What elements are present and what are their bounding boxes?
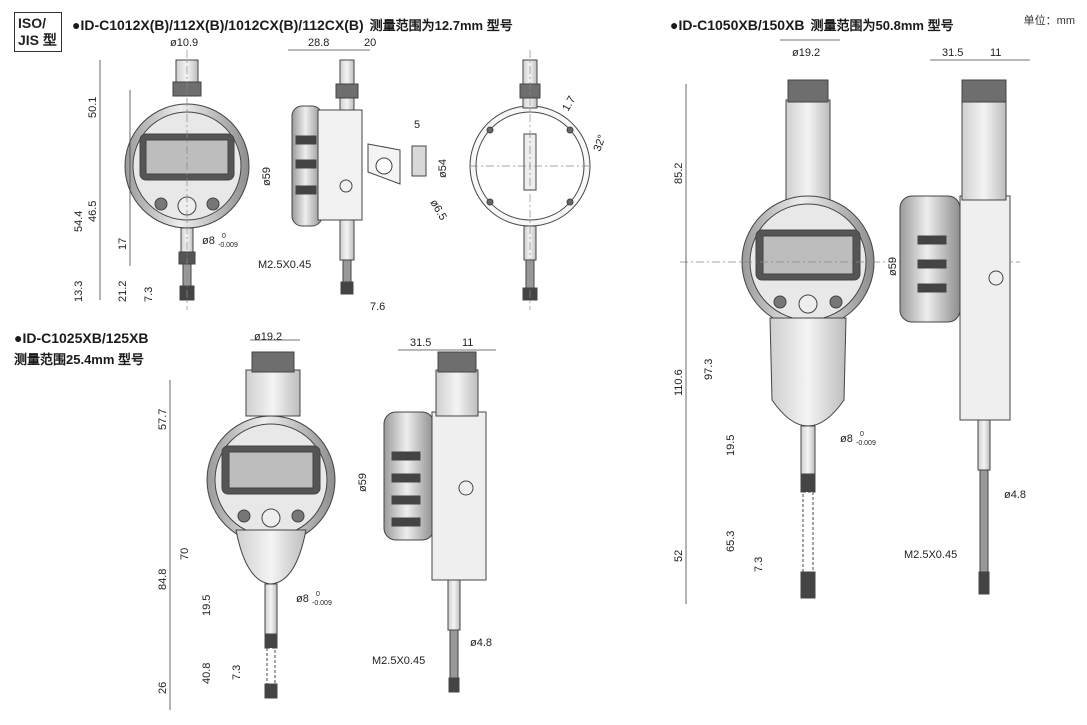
dim-v3-dia: ø59 [887, 257, 899, 276]
dim-v3-h7: 7.3 [753, 557, 765, 572]
dim-v1-a1: 1.7 [560, 94, 578, 113]
dim-v3-stem: ø8 [840, 433, 853, 445]
dim-v2-tol-dn: -0.009 [312, 600, 332, 607]
dimension-lines [99, 39, 1030, 710]
dim-v1-tol-up: 0 [222, 233, 226, 240]
dim-v3-h4: 19.5 [725, 435, 737, 456]
dim-v2-h3: 70 [179, 548, 191, 560]
badge-line-2: JIS 型 [18, 32, 57, 48]
dim-v1-dia: ø59 [261, 167, 273, 186]
range-3: 测量范围为50.8mm 型号 [810, 18, 954, 33]
dim-v1-lug-w: 5 [414, 119, 420, 131]
dim-v3-h1: 85.2 [673, 163, 685, 184]
dim-v2-h6: 26 [157, 682, 169, 694]
dim-v1-h6: 13.3 [73, 281, 85, 302]
dim-v3-h5: 52 [673, 550, 685, 562]
side-view-2 [383, 351, 487, 693]
dim-v1-h2: 46.5 [87, 201, 99, 222]
dimension-labels: ø10.9 50.1 46.5 54.4 17 21.2 13.3 7.3 ø8… [73, 37, 1026, 694]
dim-v2-dtop: ø19.2 [254, 331, 282, 343]
dim-v1-tip: 7.6 [370, 301, 385, 313]
title-view-3: ●ID-C1050XB/150XB 测量范围为50.8mm 型号 [670, 15, 954, 34]
range-2: 测量范围25.4mm 型号 [14, 352, 145, 367]
back-view-1 [469, 50, 591, 310]
dim-v1-ang: 32° [592, 133, 609, 153]
dim-v1-h7: 7.3 [143, 287, 155, 302]
dim-v3-tip-d: ø4.8 [1004, 489, 1026, 501]
dim-v1-w1: 28.8 [308, 37, 329, 49]
dim-v3-tol-up: 0 [860, 431, 864, 438]
dim-v1-w2: 20 [364, 37, 376, 49]
range-1: 测量范围为12.7mm 型号 [369, 18, 513, 33]
dim-v1-h4: 17 [117, 238, 129, 250]
dim-v2-h7: 7.3 [231, 665, 243, 680]
dim-v2-h2: 84.8 [157, 569, 169, 590]
dim-v1-thread: M2.5X0.45 [258, 259, 311, 271]
dim-v2-dia: ø59 [357, 473, 369, 492]
dim-v1-stem: ø8 [202, 235, 215, 247]
model-1: ●ID-C1012X(B)/112X(B)/1012CX(B)/112CX(B) [72, 17, 364, 33]
dim-v2-tol-up: 0 [316, 591, 320, 598]
dim-v2-tip-d: ø4.8 [470, 637, 492, 649]
dim-v1-h5: 21.2 [117, 281, 129, 302]
dim-v1-tol-dn: -0.009 [218, 242, 238, 249]
badge-line-1: ISO/ [18, 15, 47, 31]
dim-v3-h3: 97.3 [703, 359, 715, 380]
dim-v1-dtop: ø10.9 [170, 37, 198, 49]
front-view-1 [124, 50, 250, 310]
dim-v1-h1: 50.1 [87, 97, 99, 118]
dim-v2-w2: 11 [462, 337, 473, 349]
title-view-2: ●ID-C1025XB/125XB 测量范围25.4mm 型号 [14, 330, 149, 368]
model-2: ●ID-C1025XB/125XB [14, 330, 149, 346]
dim-v2-h1: 57.7 [157, 409, 169, 430]
iso-jis-badge: ISO/ JIS 型 [14, 12, 62, 52]
dim-v3-w1: 31.5 [942, 47, 963, 59]
side-view-3 [899, 79, 1011, 595]
dim-v1-back-d: ø54 [437, 159, 449, 178]
dim-v2-stem: ø8 [296, 593, 309, 605]
side-view-1 [291, 59, 427, 295]
dim-v3-thread: M2.5X0.45 [904, 549, 957, 561]
dim-v3-w2: 11 [990, 47, 1001, 59]
title-view-1: ●ID-C1012X(B)/112X(B)/1012CX(B)/112CX(B)… [72, 15, 513, 34]
dim-v2-h4: 19.5 [201, 595, 213, 616]
dim-v3-h6: 65.3 [725, 531, 737, 552]
front-view-2 [206, 351, 336, 699]
dim-v2-h5: 40.8 [201, 663, 213, 684]
dim-v2-thread: M2.5X0.45 [372, 655, 425, 667]
model-3: ●ID-C1050XB/150XB [670, 17, 805, 33]
dim-v1-h3: 54.4 [73, 211, 85, 232]
front-view-3 [680, 79, 1020, 599]
dim-v3-tol-dn: -0.009 [856, 440, 876, 447]
unit-label: 单位：mm [1023, 15, 1075, 27]
dim-v3-dtop: ø19.2 [792, 47, 820, 59]
dim-v1-lug-d: ø6.5 [427, 198, 448, 223]
dim-v3-h2: 110.6 [673, 369, 685, 396]
dim-v2-w1: 31.5 [410, 337, 431, 349]
